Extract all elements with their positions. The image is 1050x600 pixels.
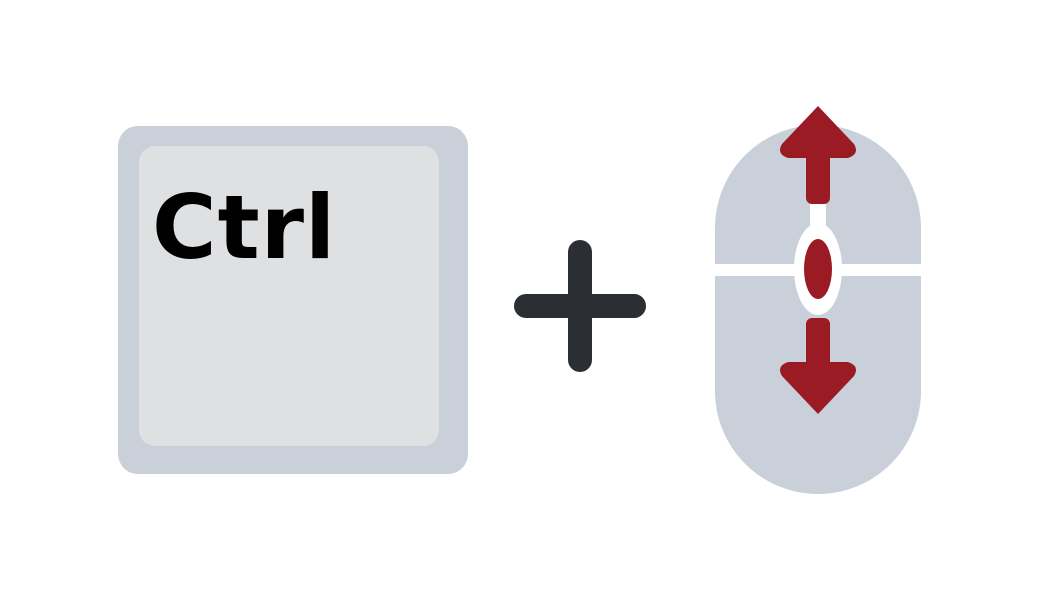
arrow-down-icon <box>780 318 856 414</box>
ctrl-key-label: Ctrl <box>152 176 337 279</box>
mouse-scroll-wheel-icon <box>715 106 921 494</box>
scroll-wheel <box>794 223 842 315</box>
plus-icon <box>514 240 646 372</box>
ctrl-key-top <box>139 146 439 446</box>
arrow-up-icon <box>780 106 856 204</box>
